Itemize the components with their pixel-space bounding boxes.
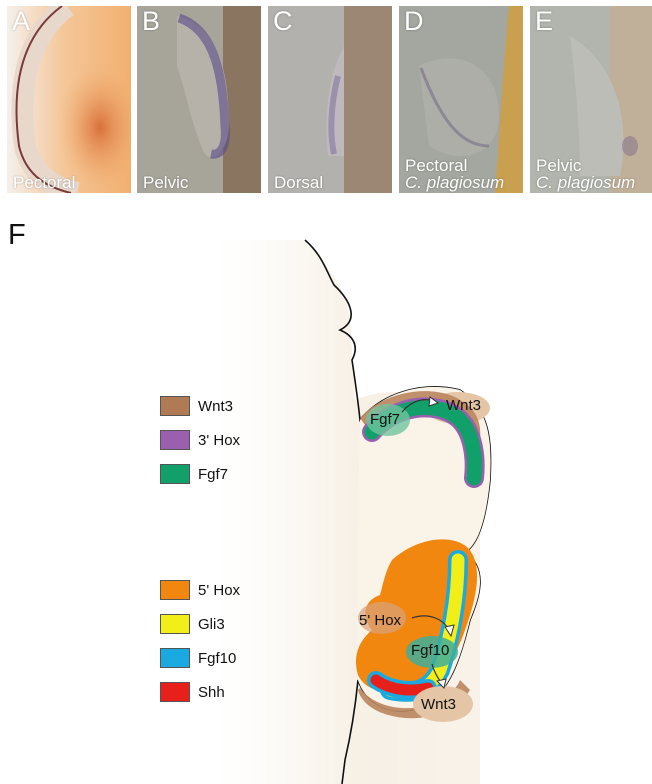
label-hox5: 5' Hox (359, 612, 401, 629)
legend-swatch-gli3 (160, 614, 190, 634)
panel-a-letter: A (12, 6, 30, 37)
legend-item-hox5: 5' Hox (160, 579, 240, 601)
legend-swatch-shh (160, 682, 190, 702)
panel-e-letter: E (535, 6, 553, 37)
fin-diagram (0, 200, 652, 784)
panel-d-species: C. plagiosum (405, 174, 504, 191)
panel-d-letter: D (404, 6, 424, 37)
label-wnt3-bottom: Wnt3 (421, 696, 456, 713)
label-fgf10: Fgf10 (411, 642, 449, 659)
panel-a: A Pectoral (7, 6, 131, 193)
legend-item-shh: Shh (160, 681, 225, 703)
panel-e-species: C. plagiosum (536, 174, 635, 191)
panel-c-name: Dorsal (274, 174, 323, 191)
legend-item-gli3: Gli3 (160, 613, 225, 635)
legend-swatch-fgf7 (160, 464, 190, 484)
panel-b-name: Pelvic (143, 174, 188, 191)
panel-a-name: Pectoral (13, 174, 75, 191)
legend-item-fgf7: Fgf7 (160, 463, 228, 485)
panel-b: B Pelvic (137, 6, 261, 193)
panel-c: C Dorsal (268, 6, 392, 193)
label-wnt3-top: Wnt3 (446, 397, 481, 414)
legend-item-wnt3: Wnt3 (160, 395, 233, 417)
panel-c-letter: C (273, 6, 293, 37)
legend-label-fgf10: Fgf10 (198, 650, 236, 667)
legend-swatch-wnt3 (160, 396, 190, 416)
legend-label-hox5: 5' Hox (198, 582, 240, 599)
legend-label-hox3: 3' Hox (198, 432, 240, 449)
legend-item-fgf10: Fgf10 (160, 647, 236, 669)
legend-item-hox3: 3' Hox (160, 429, 240, 451)
panel-b-letter: B (142, 6, 160, 37)
legend-label-wnt3: Wnt3 (198, 398, 233, 415)
legend-swatch-hox3 (160, 430, 190, 450)
legend-label-fgf7: Fgf7 (198, 466, 228, 483)
legend-swatch-hox5 (160, 580, 190, 600)
legend-swatch-fgf10 (160, 648, 190, 668)
legend-label-gli3: Gli3 (198, 616, 225, 633)
label-fgf7: Fgf7 (370, 411, 400, 428)
legend-label-shh: Shh (198, 684, 225, 701)
